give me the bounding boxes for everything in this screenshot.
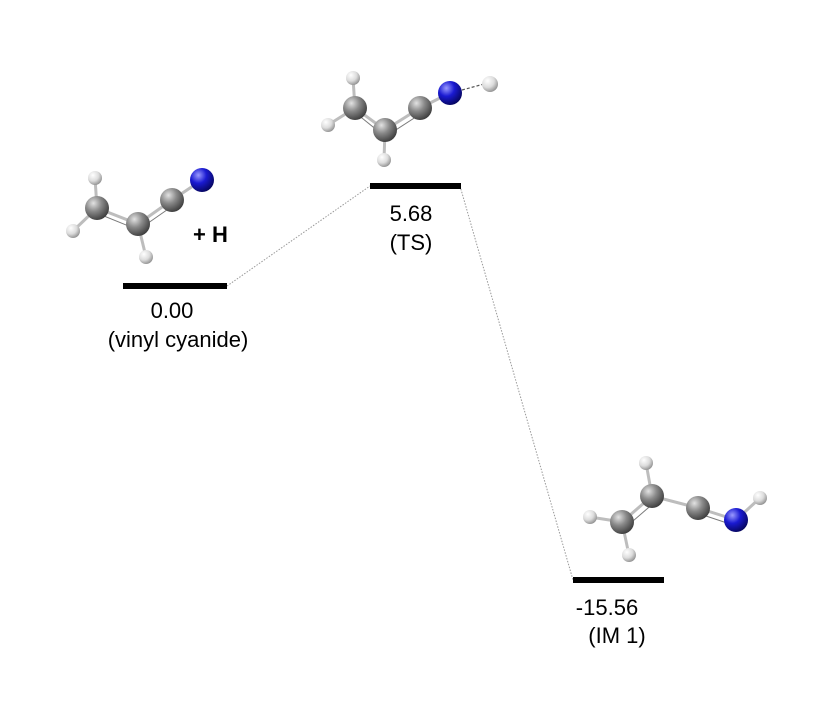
transition-state-molecule-icon (321, 71, 498, 167)
connector-ts-to-im1 (459, 185, 574, 581)
energy-value-im1: -15.56 (576, 595, 638, 620)
im1-molecule-icon (583, 456, 767, 562)
species-name-im1: (IM 1) (588, 623, 645, 648)
vinyl-cyanide-molecule-icon (66, 168, 214, 264)
reagent-label: + H (193, 222, 228, 247)
level-bar-ts (370, 183, 461, 189)
connector-reactant-to-ts (226, 185, 371, 287)
species-name-ts: (TS) (390, 230, 433, 255)
species-name-vinyl-cyanide: (vinyl cyanide) (108, 327, 249, 352)
level-bar-vinyl-cyanide (123, 283, 227, 289)
energy-value-vinyl-cyanide: 0.00 (151, 298, 194, 323)
energy-value-ts: 5.68 (390, 201, 433, 226)
level-bar-im1 (573, 577, 664, 583)
